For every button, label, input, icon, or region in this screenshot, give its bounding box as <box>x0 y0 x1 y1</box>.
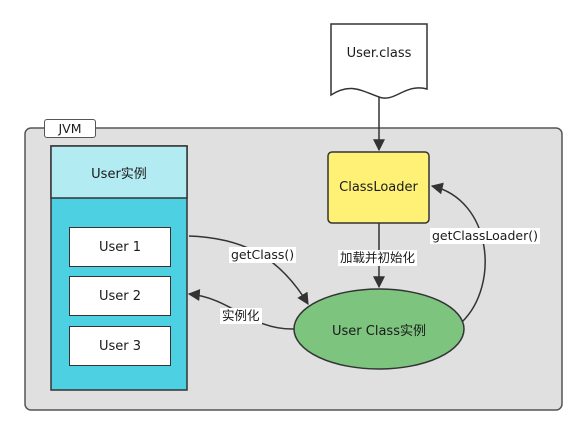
edge-label-get-class: getClass() <box>229 247 297 263</box>
edge-label-load-init: 加载并初始化 <box>338 250 418 266</box>
instances-header-shape <box>50 145 188 199</box>
edge-label-get-classloader: getClassLoader() <box>430 228 540 244</box>
edge-get-classloader <box>430 182 486 323</box>
classloader-shape <box>327 151 430 224</box>
user-class-instance-shape <box>293 288 465 370</box>
user-instance-item-1: User 1 <box>69 227 171 267</box>
user-class-file-shape <box>330 23 428 99</box>
user-instance-item-3: User 3 <box>69 326 171 366</box>
user-instance-item-2: User 2 <box>69 276 171 316</box>
edge-label-instantiate: 实例化 <box>220 308 262 324</box>
jvm-label: JVM <box>44 119 96 138</box>
